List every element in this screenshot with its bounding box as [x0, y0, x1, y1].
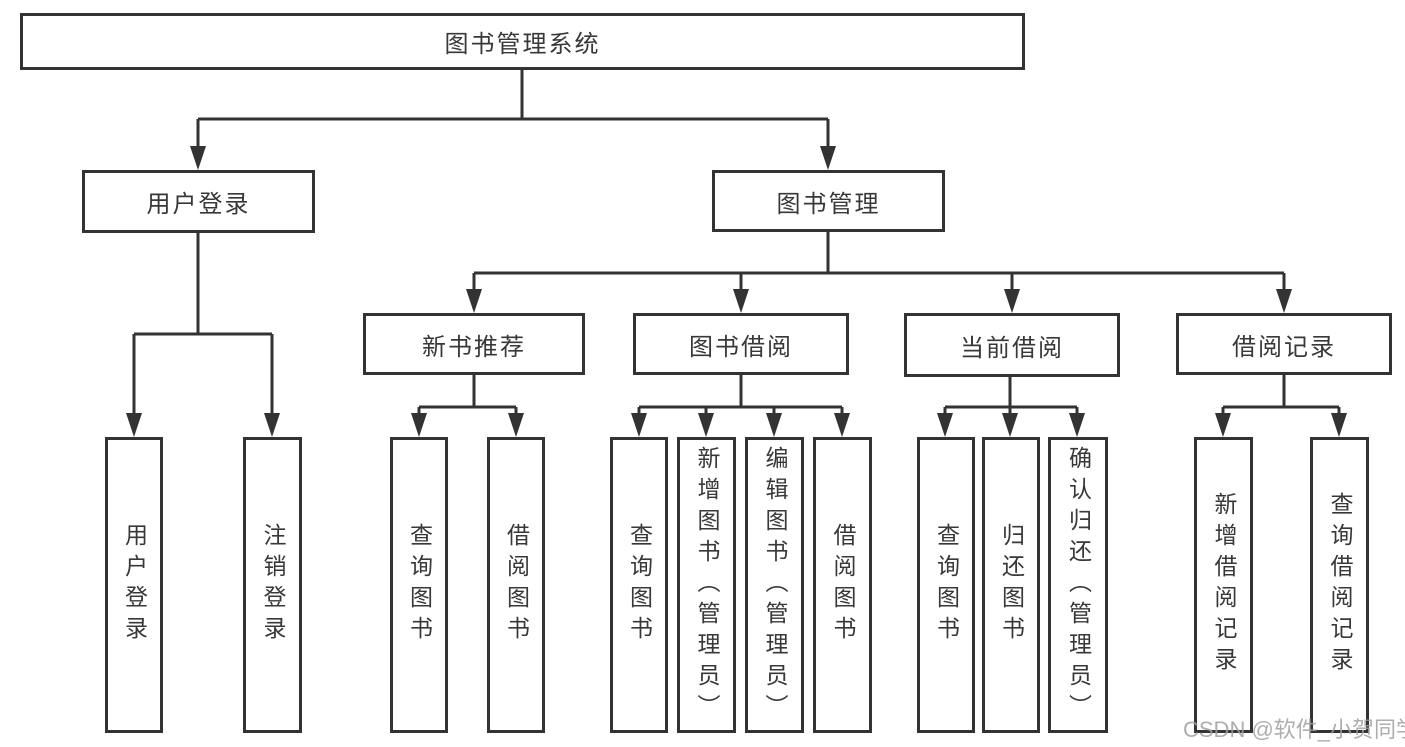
- leaf-label: 归还图书: [998, 523, 1025, 647]
- node-book-borrowing: 图书借阅: [633, 313, 849, 375]
- leaf-add-books-admin: 新增图书（管理员）: [677, 437, 736, 733]
- leaf-query-books-recommend: 查询图书: [390, 437, 448, 733]
- leaf-label: 注销登录: [260, 523, 286, 647]
- node-library-management-system: 图书管理系统: [20, 13, 1025, 70]
- leaf-label: 新增借阅记录: [1211, 492, 1237, 678]
- leaf-return-books: 归还图书: [982, 437, 1040, 733]
- leaf-logout-login: 注销登录: [243, 437, 302, 733]
- leaf-borrow-books-borrow: 借阅图书: [813, 437, 872, 733]
- node-book-management: 图书管理: [712, 170, 945, 232]
- csdn-watermark: CSDN @软件_小贺同学: [1183, 717, 1405, 742]
- leaf-confirm-return-admin: 确认归还（管理员）: [1048, 437, 1108, 733]
- leaf-query-borrow-record: 查询借阅记录: [1310, 437, 1369, 733]
- leaf-label: 确认归还（管理员）: [1065, 445, 1092, 725]
- leaf-label: 查询借阅记录: [1327, 492, 1353, 678]
- leaf-user-login: 用户登录: [105, 437, 163, 733]
- leaf-label: 查询图书: [933, 523, 960, 647]
- tree-edges: [132, 69, 1341, 433]
- arrowheads: [126, 146, 1347, 437]
- leaf-label: 借阅图书: [503, 523, 530, 647]
- leaf-label: 用户登录: [121, 523, 148, 647]
- leaf-query-books-borrow: 查询图书: [610, 437, 668, 733]
- leaf-borrow-books-recommend: 借阅图书: [487, 437, 545, 733]
- leaf-add-borrow-record: 新增借阅记录: [1194, 437, 1253, 733]
- leaf-edit-books-admin: 编辑图书（管理员）: [745, 437, 804, 733]
- leaf-label: 借阅图书: [830, 523, 856, 647]
- leaf-label: 查询图书: [626, 523, 653, 647]
- node-borrowing-records: 借阅记录: [1176, 313, 1392, 375]
- leaf-label: 编辑图书（管理员）: [762, 445, 788, 725]
- leaf-query-books-current: 查询图书: [917, 437, 975, 733]
- leaf-label: 新增图书（管理员）: [694, 445, 720, 725]
- node-user-login: 用户登录: [82, 170, 315, 233]
- node-new-book-recommend: 新书推荐: [363, 313, 585, 375]
- node-current-borrowing: 当前借阅: [904, 313, 1120, 377]
- leaf-label: 查询图书: [406, 523, 433, 647]
